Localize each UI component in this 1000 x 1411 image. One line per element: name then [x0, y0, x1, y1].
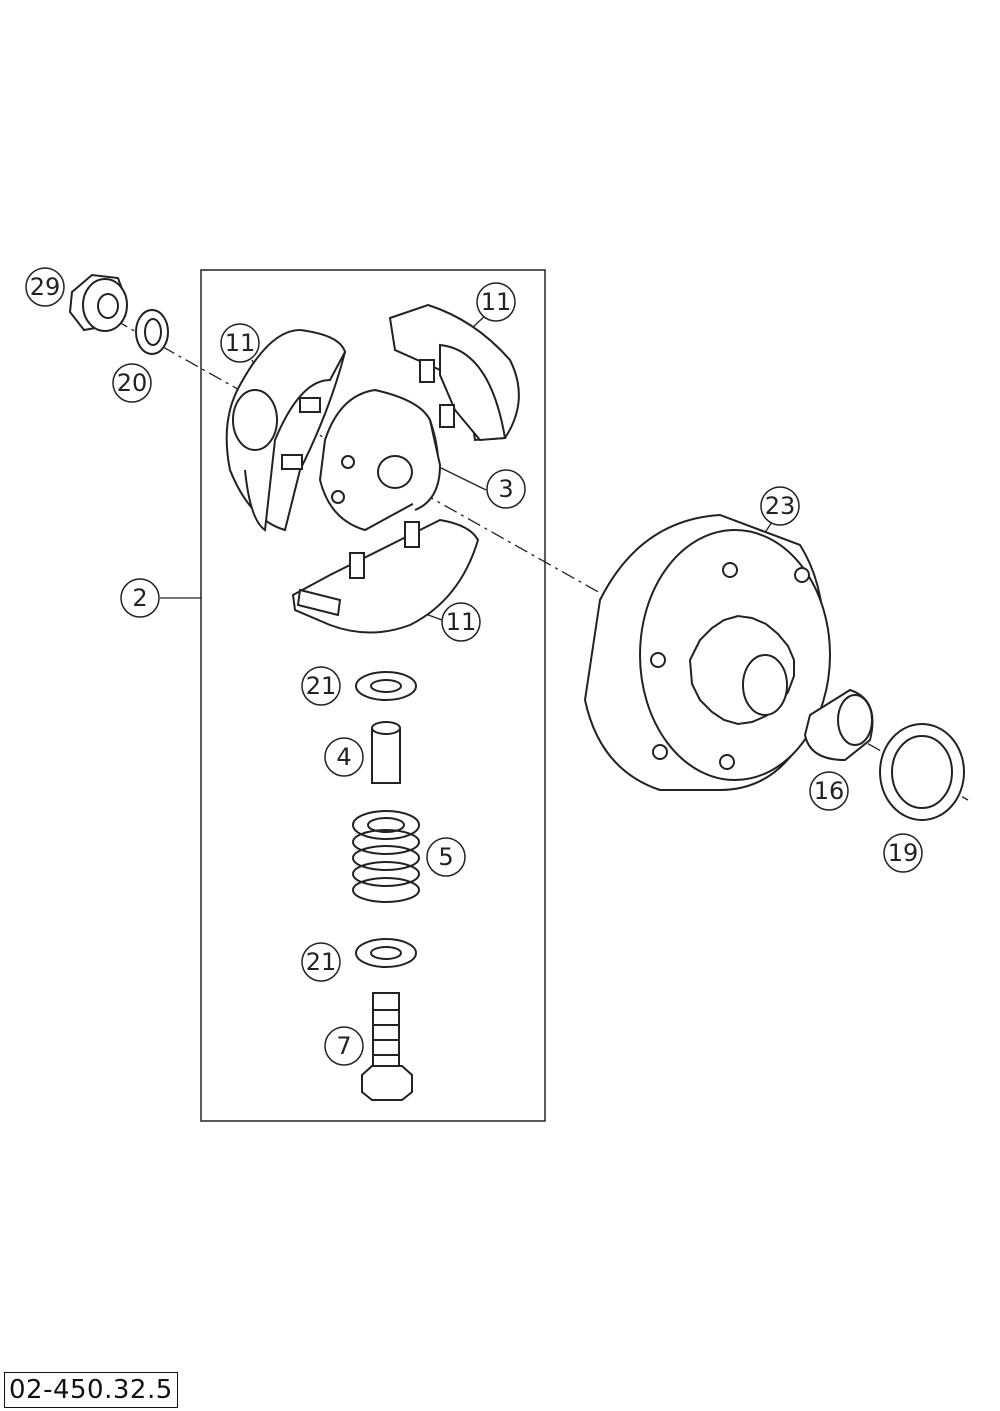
callout-label: 4: [336, 743, 351, 771]
callout-label: 29: [30, 273, 61, 301]
callout-label: 5: [438, 843, 453, 871]
callout-label: 11: [225, 329, 256, 357]
callout: 11: [441, 602, 481, 642]
hub-3-part: [318, 388, 442, 532]
callout-label: 19: [888, 839, 919, 867]
shoe-11-left-part: [225, 328, 347, 532]
assembly-box: [200, 269, 546, 1122]
bushing-4-part: [371, 721, 401, 784]
callout-label: 7: [336, 1032, 351, 1060]
callout: 5: [426, 837, 466, 877]
callout: 19: [883, 833, 923, 873]
callout: 7: [324, 1026, 364, 1066]
callout: 3: [486, 469, 526, 509]
callout: 2: [120, 578, 160, 618]
callout: 29: [25, 267, 65, 307]
callout: 21: [301, 942, 341, 982]
washer-21-lower-part: [355, 938, 417, 968]
callout: 11: [476, 282, 516, 322]
callout-label: 16: [814, 777, 845, 805]
callout-label: 3: [498, 475, 513, 503]
thrust-washer-19-part: [879, 723, 965, 821]
callout-label: 11: [481, 288, 512, 316]
callout: 20: [112, 363, 152, 403]
callout-label: 21: [306, 948, 337, 976]
washer-20-part: [135, 309, 169, 355]
spring-5-part: [352, 810, 420, 903]
shoe-11-right-part: [388, 303, 520, 442]
callout-label: 21: [306, 672, 337, 700]
callout: 11: [220, 323, 260, 363]
callout: 23: [760, 486, 800, 526]
callout-label: 20: [117, 369, 148, 397]
callout: 21: [301, 666, 341, 706]
callout: 16: [809, 771, 849, 811]
needle-bearing-16-part: [803, 688, 874, 762]
callout-label: 2: [132, 584, 147, 612]
diagram-reference-number: 02-450.32.5: [4, 1372, 178, 1408]
shoe-11-lower-part: [291, 518, 480, 634]
callout: 4: [324, 737, 364, 777]
flange-nut-part: [68, 273, 128, 332]
bolt-7-part: [361, 992, 413, 1101]
callout-label: 23: [765, 492, 796, 520]
clutch-drum-23-part: [583, 513, 831, 791]
washer-21-upper-part: [355, 671, 417, 701]
callout-label: 11: [446, 608, 477, 636]
